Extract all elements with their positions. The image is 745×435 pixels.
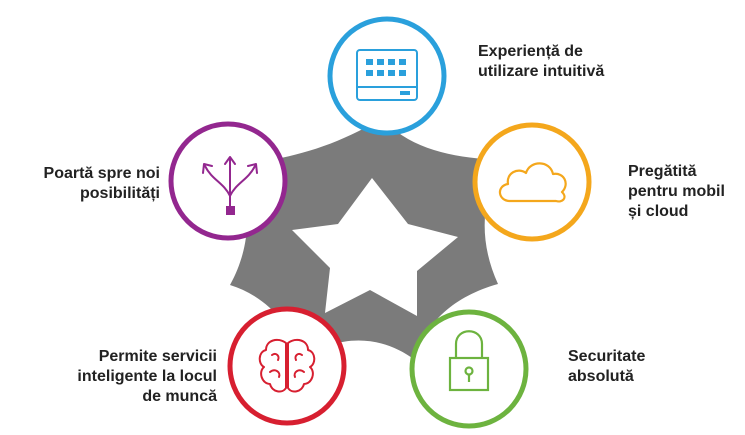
services-label: Permite servicii inteligente la locul de… xyxy=(77,347,217,407)
security-circle xyxy=(409,309,529,429)
services-label-line-3: de muncă xyxy=(142,388,217,405)
experience-label-line-1: Experiență de xyxy=(478,43,583,60)
touchscreen-panel-icon xyxy=(356,49,418,101)
central-gear-shape xyxy=(230,118,500,360)
experience-label-line-2: utilizare intuitivă xyxy=(478,63,605,80)
gateway-label-line-2: posibilități xyxy=(80,185,160,202)
mobile-label-line-2: pentru mobil xyxy=(628,183,725,200)
services-node xyxy=(227,306,347,426)
security-label-line-2: absolută xyxy=(568,368,634,385)
services-label-line-1: Permite servicii xyxy=(98,348,217,365)
branching-arrows-icon xyxy=(202,156,258,215)
mobile-label: Pregătită pentru mobil și cloud xyxy=(628,162,725,222)
gateway-circle xyxy=(168,121,288,241)
experience-node xyxy=(327,16,447,136)
mobile-node xyxy=(472,122,592,242)
padlock-icon xyxy=(448,330,490,392)
security-node xyxy=(409,309,529,429)
gateway-label-line-1: Poartă spre noi xyxy=(43,165,160,182)
gateway-label: Poartă spre noi posibilități xyxy=(44,164,160,204)
gateway-node xyxy=(168,121,288,241)
experience-label: Experiență de utilizare intuitivă xyxy=(478,42,604,82)
cloud-icon xyxy=(498,162,567,203)
brain-icon xyxy=(258,338,316,393)
mobile-label-line-3: și cloud xyxy=(628,203,689,220)
mobile-label-line-1: Pregătită xyxy=(628,163,697,180)
security-label-line-1: Securitate xyxy=(568,348,646,365)
mobile-circle xyxy=(472,122,592,242)
experience-circle xyxy=(327,16,447,136)
security-label: Securitate absolută xyxy=(568,347,645,387)
services-label-line-2: inteligente la locul xyxy=(77,368,217,385)
